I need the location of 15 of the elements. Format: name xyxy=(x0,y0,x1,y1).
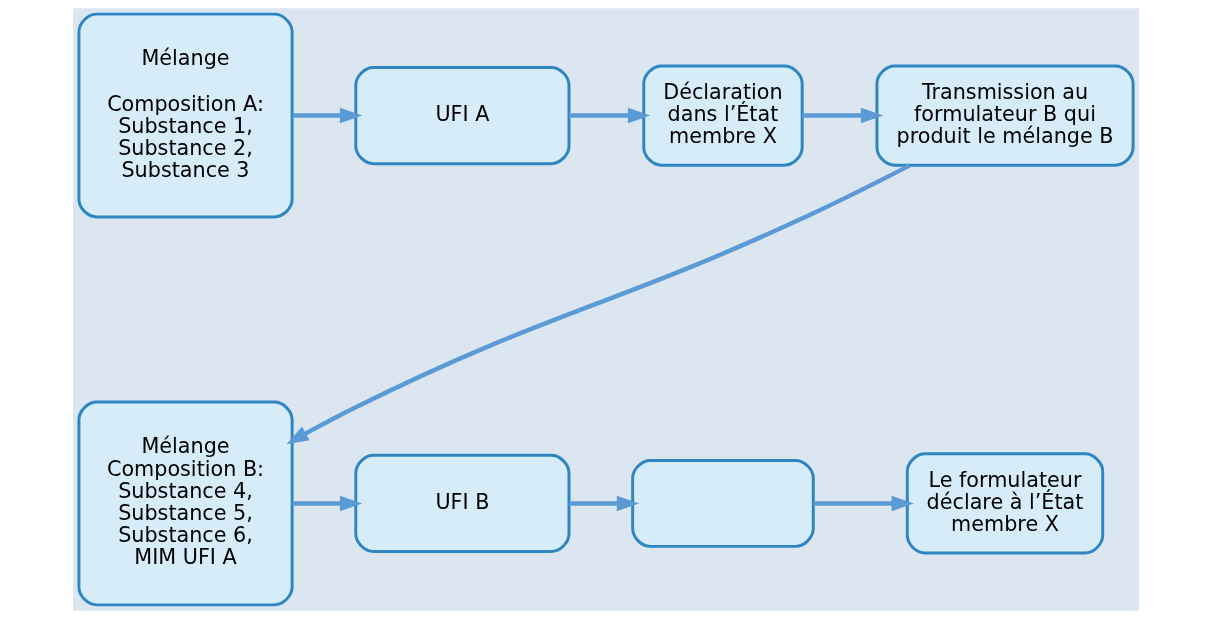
arrow xyxy=(813,495,914,512)
node-box: Transmission au formulateur B qui produit le mélange B xyxy=(875,64,1135,167)
node-box: Déclaration dans l’État membre X xyxy=(642,64,804,167)
arrow xyxy=(292,107,363,124)
arrow xyxy=(286,163,911,445)
node-box xyxy=(631,459,815,548)
node-box: UFI B xyxy=(354,453,571,554)
arrow xyxy=(569,495,640,512)
node-box: Le formulateur déclare à l’État membre X xyxy=(905,452,1105,555)
node-box: UFI A xyxy=(354,65,571,166)
arrow xyxy=(802,107,884,124)
node-box: Mélange Composition A: Substance 1, Substance 2, Substance 3 xyxy=(77,12,294,219)
arrow xyxy=(569,107,651,124)
node-box: Mélange Composition B: Substance 4, Substance 5, Substance 6, MIM UFI A xyxy=(77,400,294,607)
arrow xyxy=(292,495,363,512)
